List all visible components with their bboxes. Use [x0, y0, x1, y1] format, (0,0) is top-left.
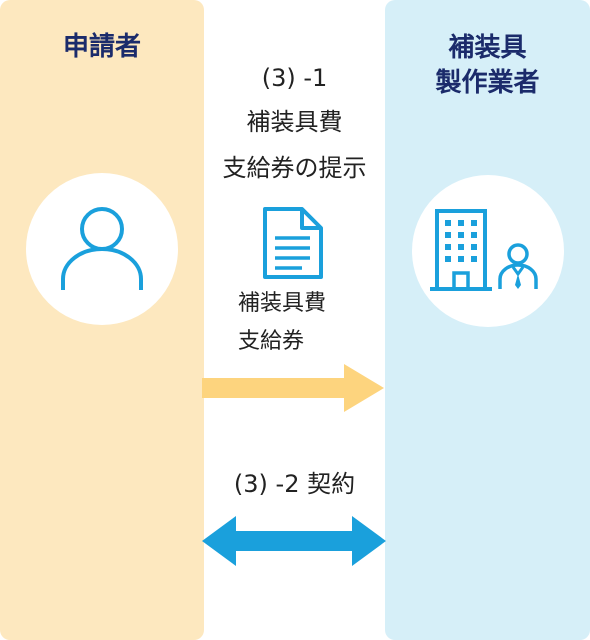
arrow-right-icon [202, 364, 384, 412]
step2-label: (3) -2 契約 [233, 470, 356, 498]
maker-icon-circle [412, 175, 564, 327]
applicant-icon-circle [26, 173, 178, 325]
building-with-person-icon [430, 209, 538, 291]
step1-label-line1: 補装具費 [246, 108, 343, 136]
maker-title-line1: 補装具 [448, 33, 527, 63]
document-label-line1: 補装具費 [238, 291, 327, 316]
document-label-line2: 支給券 [238, 329, 305, 354]
document-icon [263, 207, 323, 279]
double-arrow-icon [202, 516, 386, 566]
applicant-column: 申請者 [0, 0, 204, 640]
step1-label-line2: 支給券の提示 [222, 154, 367, 182]
maker-title-line2: 製作業者 [435, 68, 540, 98]
applicant-title: 申請者 [62, 32, 141, 62]
step1-number: (3) -1 [261, 64, 328, 92]
person-icon [61, 207, 143, 290]
